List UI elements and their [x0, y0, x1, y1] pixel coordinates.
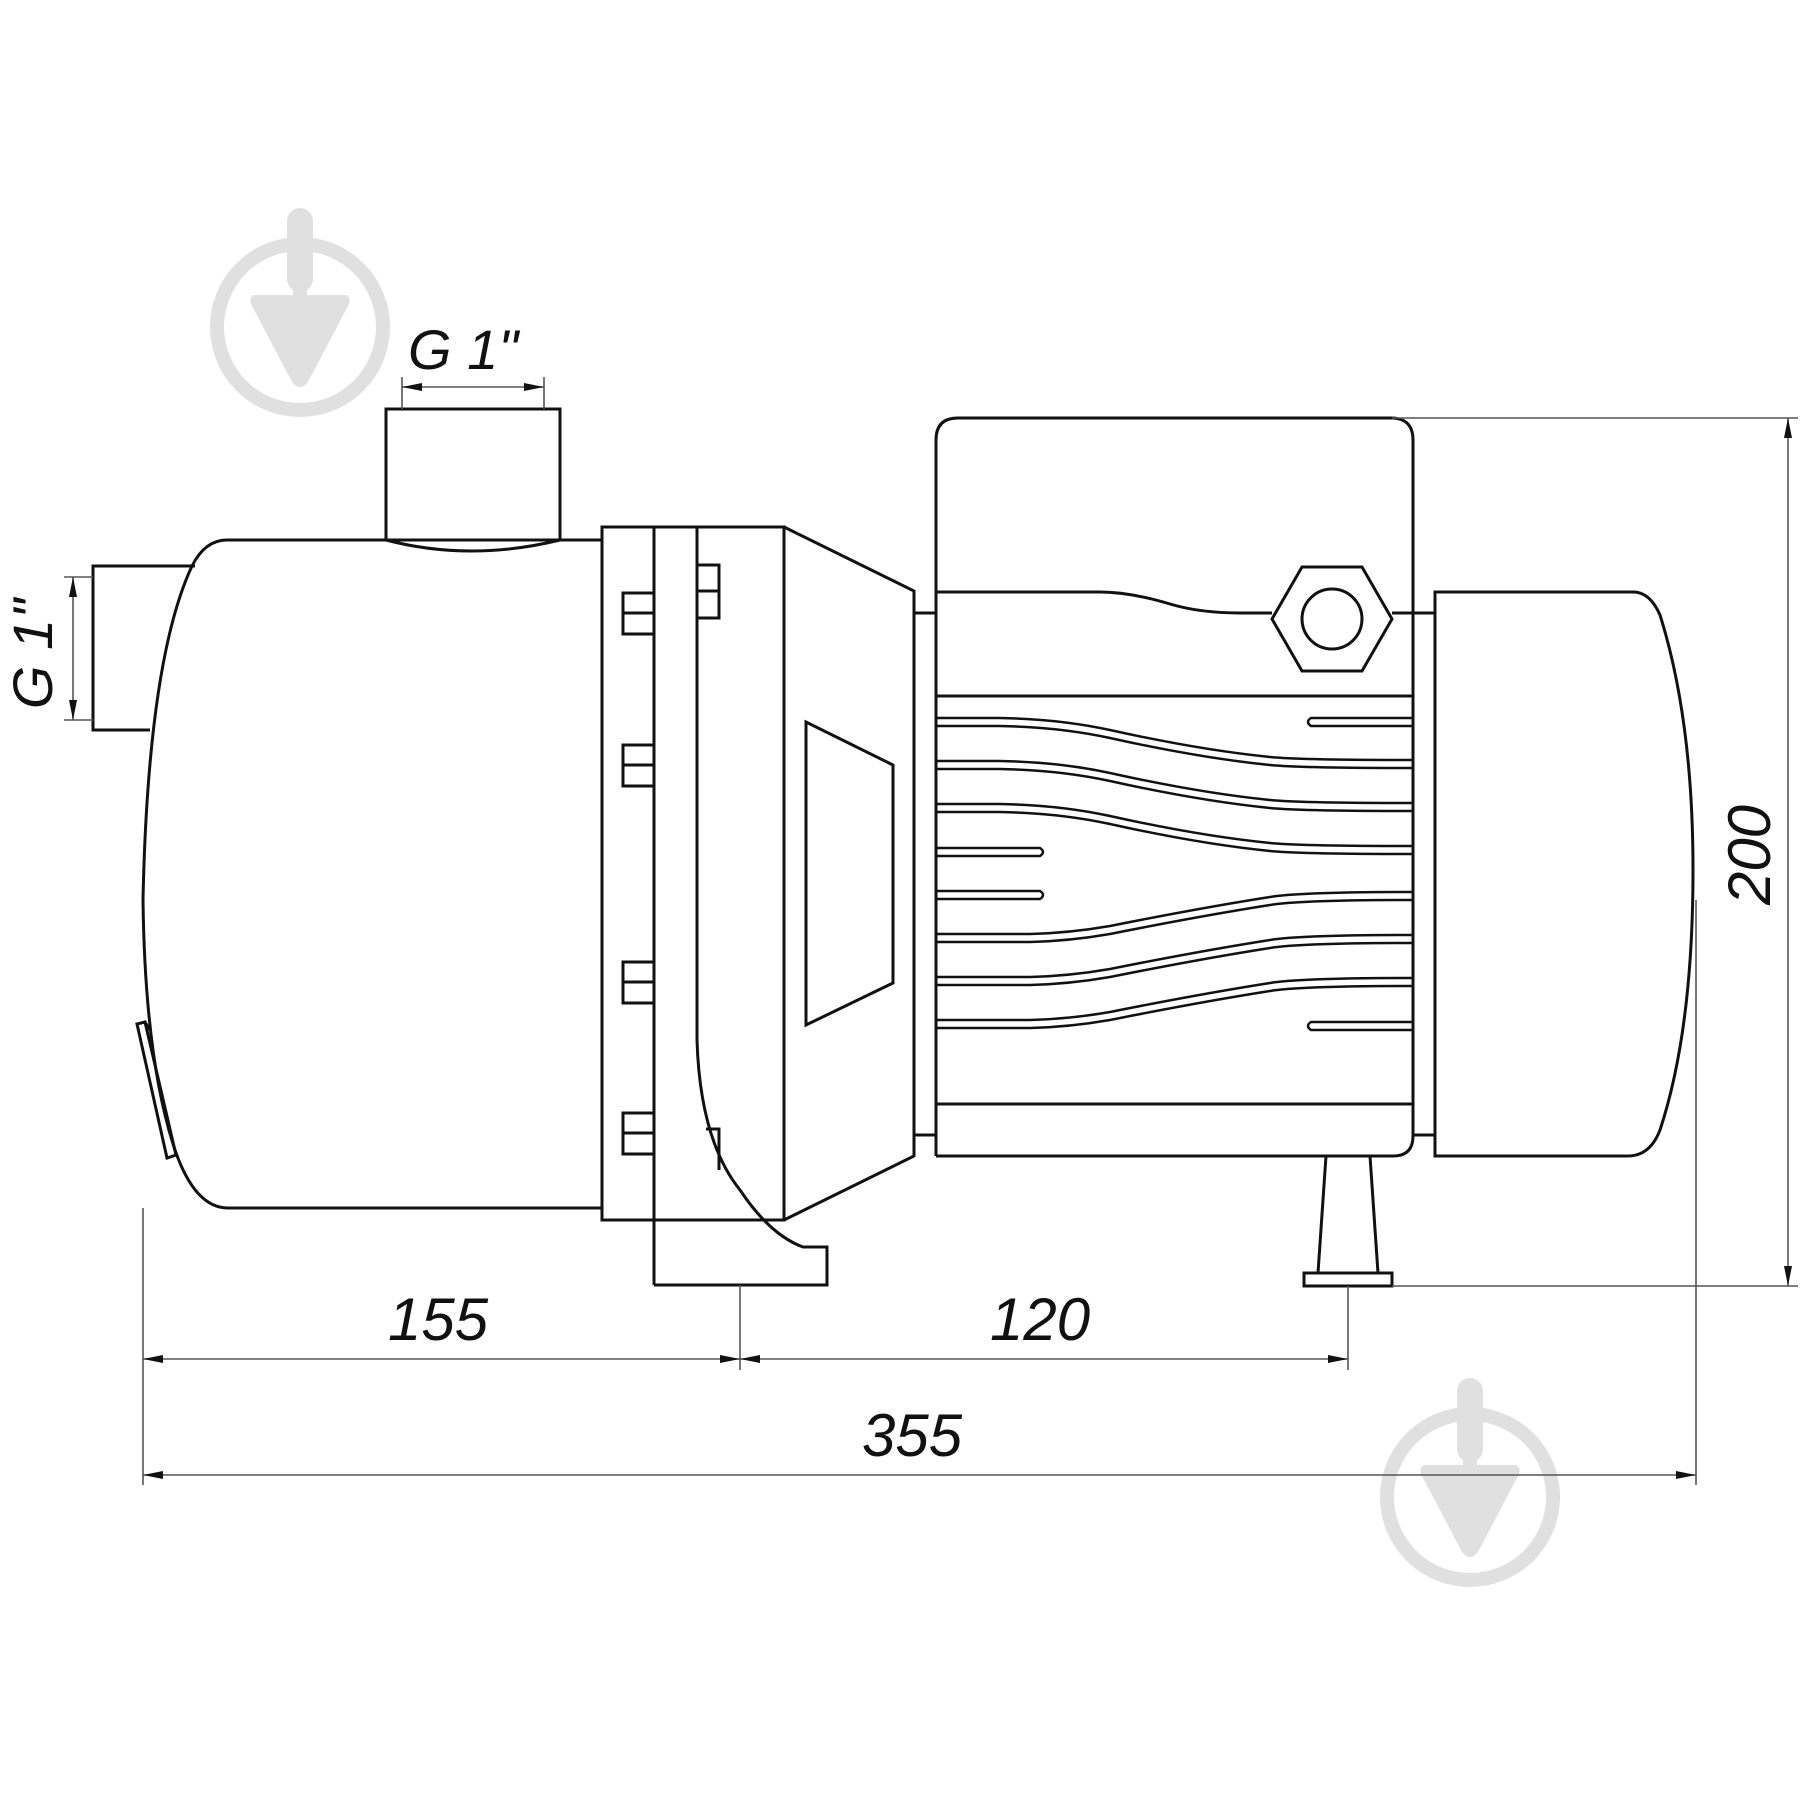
label-inlet-side: G 1"	[1, 598, 65, 710]
watermark-logo-bottom-icon	[1380, 1378, 1560, 1587]
fan-cover	[1413, 590, 1695, 1158]
watermark-logo-top-icon	[210, 208, 390, 417]
label-outlet-top: G 1"	[408, 318, 519, 381]
dimension-155-120	[142, 1208, 1349, 1485]
pump-housing	[135, 538, 602, 1210]
inlet-side	[91, 564, 195, 732]
dimension-overall-length	[143, 900, 1697, 1485]
label-155: 155	[388, 1286, 489, 1353]
dimension-outlet-top	[401, 377, 545, 409]
motor-body	[936, 694, 1414, 1106]
terminal-box	[934, 416, 1435, 1158]
label-120: 120	[990, 1286, 1091, 1353]
label-200: 200	[1716, 804, 1784, 906]
dimension-overall-height	[1392, 417, 1798, 1287]
label-355: 355	[862, 1402, 963, 1469]
dimension-inlet-side	[64, 576, 93, 721]
motor-adapter	[783, 525, 936, 1222]
cable-gland-icon	[1270, 565, 1394, 673]
rear-foot	[1302, 1155, 1394, 1288]
outlet-top	[384, 407, 562, 553]
flange	[600, 525, 786, 1285]
support-bracket	[654, 527, 829, 1287]
